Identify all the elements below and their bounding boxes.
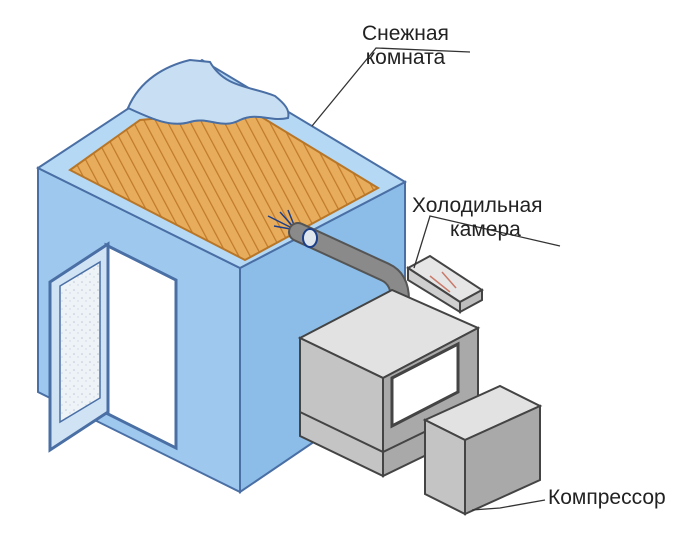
snow-room-label-line-2: комната [365,46,446,69]
room-door [48,241,178,453]
compressor-leader [471,499,546,511]
door-frame [104,242,178,451]
pipe-connector [302,228,318,248]
cold-chamber-unit [297,254,543,516]
snow-room [35,58,408,494]
cold-chamber-label-line-2: камера [450,218,521,241]
snow-pile [126,58,290,125]
unit-window [390,341,460,429]
cold-chamber-label: Холодильная камера [412,194,543,242]
cold-chamber-label-line-1: Холодильная [412,194,543,217]
compressor-right-face [464,404,541,516]
snow-room-leader [311,47,471,127]
leader-lines [311,47,561,511]
door-window [59,260,101,424]
cold-chamber-leader [413,215,561,269]
snow-room-label: Снежная комната [362,22,449,70]
compressor-label: Компрессор [548,486,666,509]
snow-room-label-line-1: Снежная [362,22,449,45]
